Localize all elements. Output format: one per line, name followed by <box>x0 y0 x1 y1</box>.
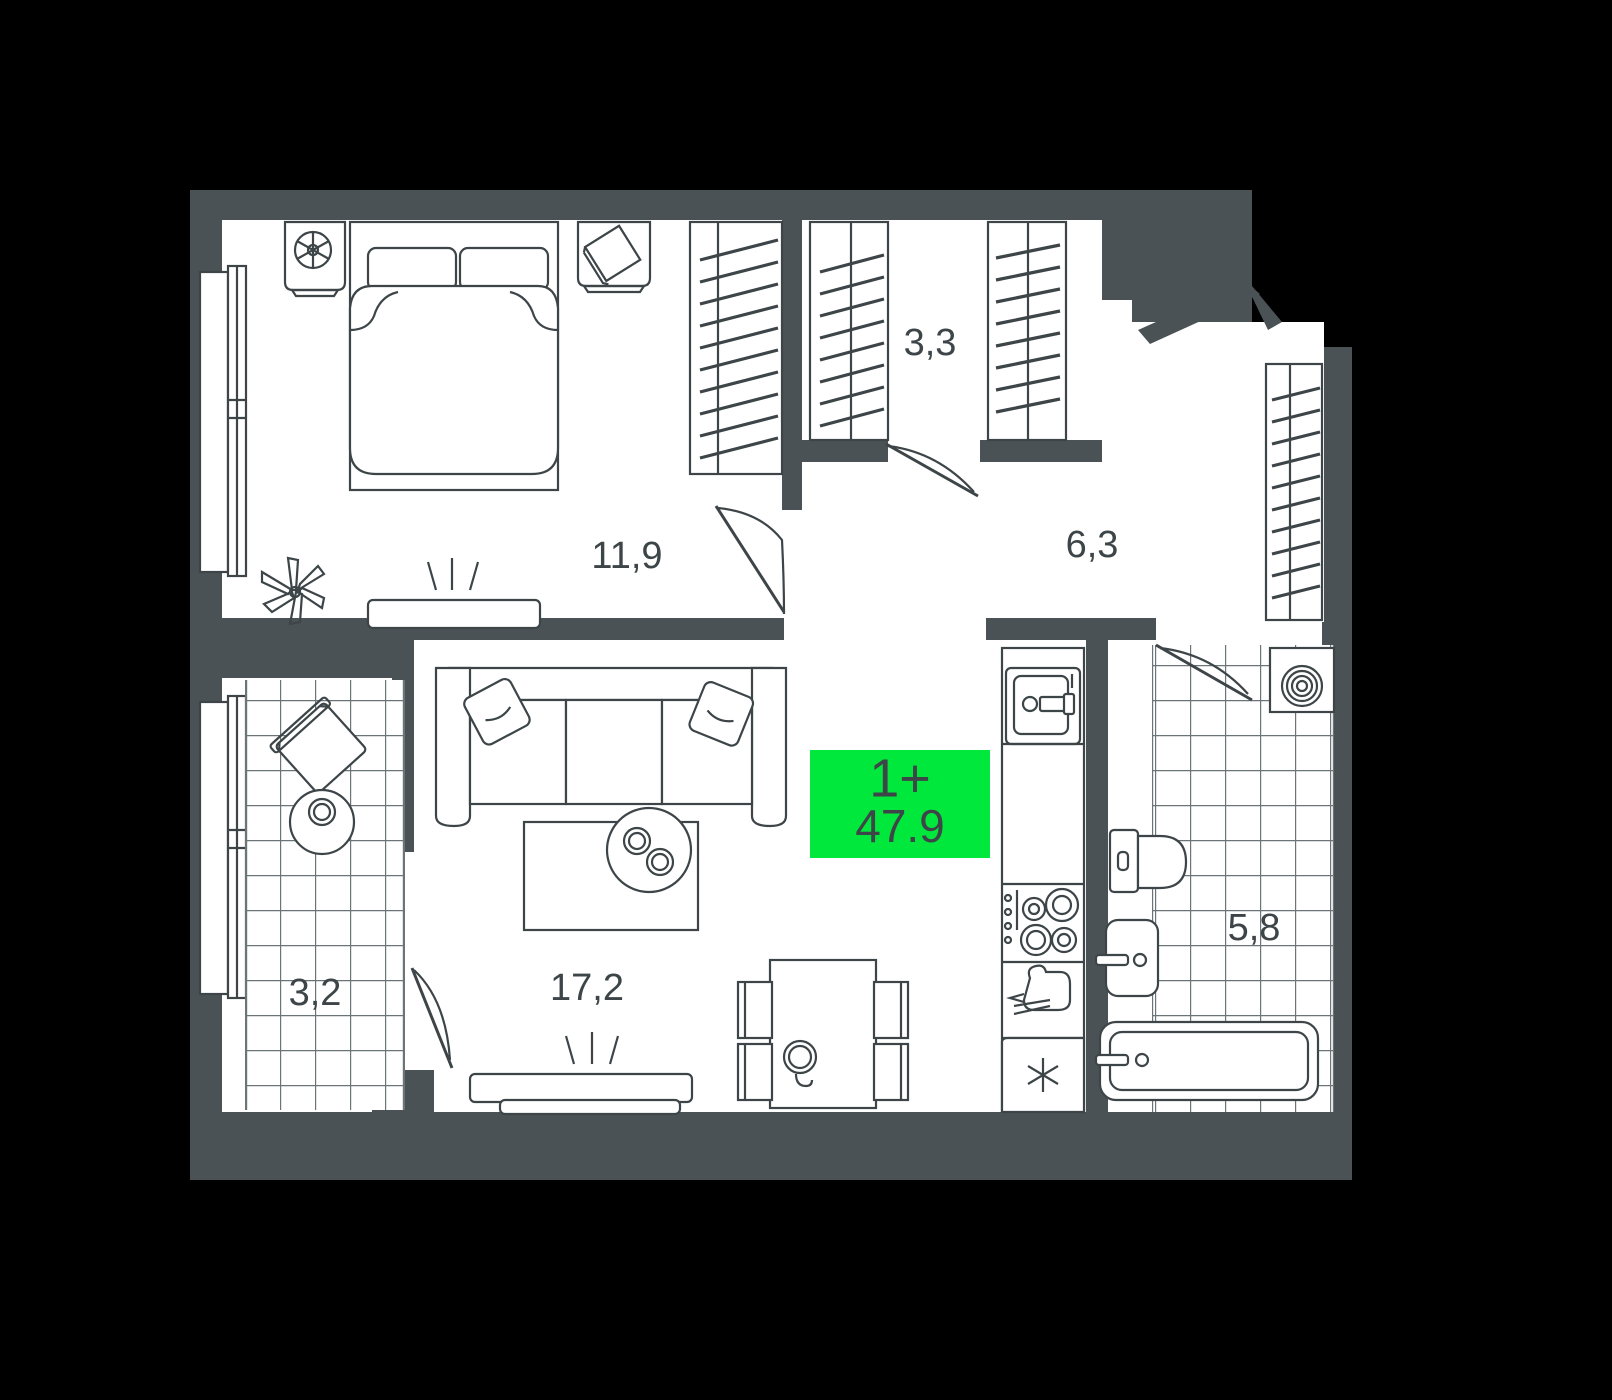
sofa <box>434 666 788 828</box>
bathroom <box>1094 643 1336 1112</box>
badge-total-area: 47.9 <box>855 800 945 852</box>
washing-machine <box>1268 646 1336 714</box>
badge-rooms-label: 1+ <box>869 748 931 808</box>
summary-badge[interactable]: 1+ 47.9 <box>810 748 990 858</box>
area-label-entry: 6,3 <box>1066 524 1119 566</box>
nightstand-left <box>283 220 347 298</box>
area-label-bedroom: 11,9 <box>591 535 662 577</box>
dining-set <box>736 958 910 1110</box>
area-label-bathroom: 5,8 <box>1228 907 1281 949</box>
entry-furniture <box>1138 280 1324 622</box>
wardrobe-hall-right <box>986 220 1068 442</box>
kettle-icon <box>1005 964 1072 1016</box>
wardrobe-entry <box>1264 362 1324 622</box>
coffee-table <box>605 806 693 894</box>
window-balcony <box>198 694 248 1000</box>
radiator-living <box>468 1032 694 1116</box>
side-table-balcony <box>288 788 356 856</box>
area-label-balcony: 3,2 <box>289 972 342 1014</box>
nightstand-right <box>576 220 652 294</box>
kitchen-sink <box>1004 666 1082 746</box>
washbasin <box>1094 918 1160 998</box>
bedroom-furniture <box>260 220 786 630</box>
toilet <box>1108 828 1188 894</box>
cooktop <box>1003 887 1080 957</box>
double-bed <box>348 220 560 492</box>
balcony-door <box>410 967 454 1069</box>
area-labels: 11,9 3,3 6,3 17,2 5,8 3,2 <box>289 322 1281 1014</box>
entrance-door <box>1138 280 1282 344</box>
summary-badge-rect <box>810 750 990 858</box>
refrigerator <box>1000 1036 1086 1114</box>
bedroom-door <box>714 505 786 615</box>
balcony <box>245 680 454 1110</box>
window-bedroom <box>198 264 248 578</box>
kitchen <box>1000 646 1086 1114</box>
area-label-hall: 3,3 <box>904 322 957 364</box>
area-label-living: 17,2 <box>550 967 624 1009</box>
living-furniture <box>434 646 1086 1116</box>
wardrobe-hall-left <box>808 220 890 442</box>
radiator-bedroom <box>366 558 542 630</box>
plant-icon <box>260 556 326 626</box>
bathtub <box>1094 1020 1320 1102</box>
hall-door <box>885 442 979 498</box>
hall-furniture <box>808 220 1068 498</box>
wardrobe-bedroom <box>688 220 784 476</box>
armchair-balcony <box>269 696 367 794</box>
bathroom-door <box>1155 643 1253 702</box>
